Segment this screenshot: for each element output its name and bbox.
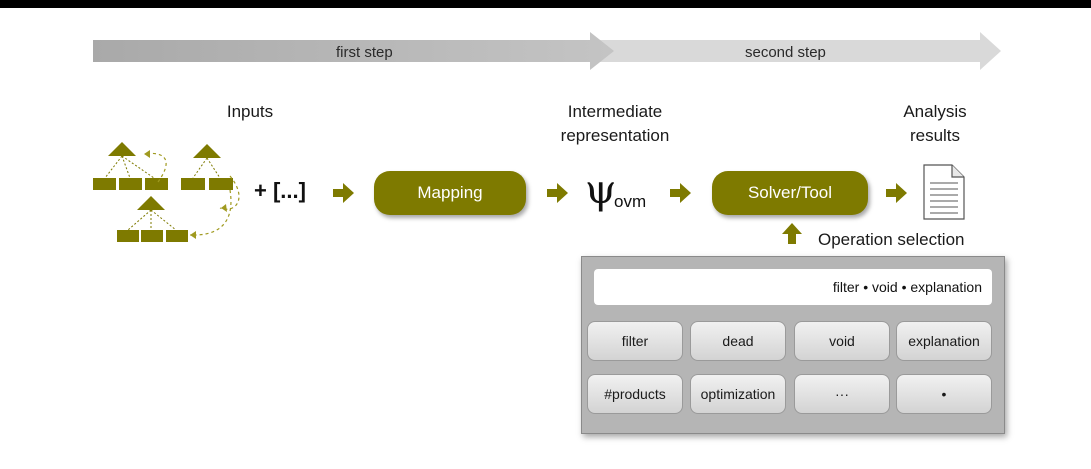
arrow-right-icon bbox=[886, 183, 907, 203]
op-button-compose[interactable]: • bbox=[896, 374, 992, 414]
inputs-title: Inputs bbox=[226, 102, 274, 121]
arrow-right-icon bbox=[333, 183, 354, 203]
op-button-dead[interactable]: dead bbox=[690, 321, 786, 361]
arrow-right-icon bbox=[547, 183, 568, 203]
first-step-arrow bbox=[93, 32, 614, 70]
arrow-right-icon bbox=[670, 183, 691, 203]
op-button-void[interactable]: void bbox=[794, 321, 890, 361]
intermediate-title-line2: representation bbox=[560, 126, 670, 145]
results-title-line2: results bbox=[909, 126, 961, 145]
second-step-label: second step bbox=[745, 44, 826, 61]
operation-selection-label: Operation selection bbox=[818, 230, 965, 249]
mapping-box: Mapping bbox=[374, 171, 526, 215]
more-inputs-label: + [...] bbox=[254, 178, 306, 203]
first-step-label: first step bbox=[336, 44, 393, 61]
intermediate-title: Intermediate representation bbox=[540, 100, 690, 148]
top-border-bar bbox=[0, 0, 1091, 8]
op-button-filter[interactable]: filter bbox=[587, 321, 683, 361]
arrow-up-icon bbox=[782, 223, 802, 244]
op-button-more[interactable]: ··· bbox=[794, 374, 890, 414]
results-title-line1: Analysis bbox=[903, 102, 967, 121]
op-button-products[interactable]: #products bbox=[587, 374, 683, 414]
psi-symbol: ψ bbox=[585, 167, 617, 213]
document-icon bbox=[923, 164, 965, 220]
intermediate-title-line1: Intermediate bbox=[567, 102, 663, 121]
op-button-optimization[interactable]: optimization bbox=[690, 374, 786, 414]
psi-subscript: ovm bbox=[614, 192, 647, 211]
feature-model-trees-icon bbox=[93, 142, 240, 242]
operation-expression-display: filter • void • explanation bbox=[594, 269, 992, 305]
steps-arrow-band bbox=[93, 32, 1001, 70]
operation-panel: filter • void • explanation filter dead … bbox=[581, 256, 1005, 434]
solver-tool-box: Solver/Tool bbox=[712, 171, 868, 215]
results-title: Analysis results bbox=[880, 100, 990, 148]
op-button-explanation[interactable]: explanation bbox=[896, 321, 992, 361]
second-step-arrow bbox=[598, 32, 1001, 70]
